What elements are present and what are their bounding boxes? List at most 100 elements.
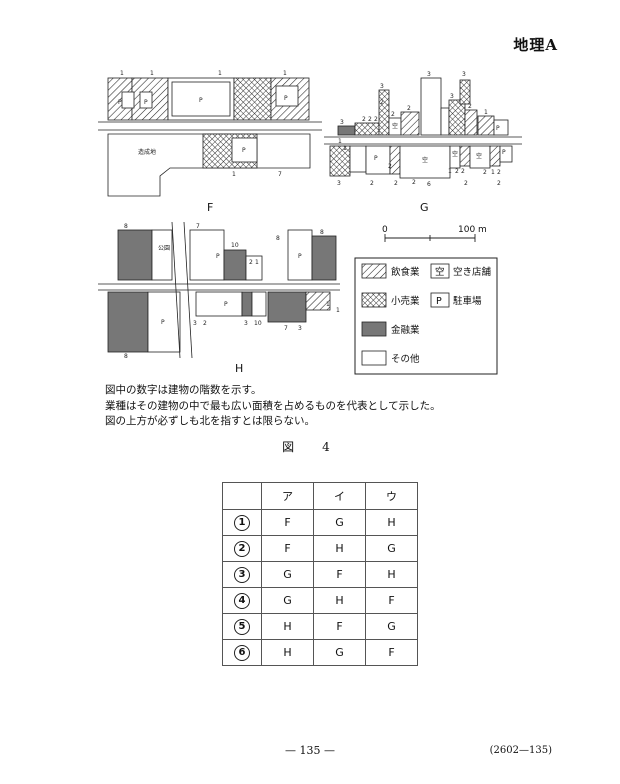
floor-number: 2: [388, 163, 392, 170]
floor-number: 1: [484, 109, 488, 116]
floor-number: 3: [427, 71, 431, 78]
circled-number: 4: [234, 592, 250, 609]
choice-number[interactable]: 2: [222, 535, 262, 562]
answer-table: ア イ ウ 1 F G H 2 F H G 3 G F H 4 G H F: [222, 482, 418, 666]
vacant-mark: 空: [476, 152, 482, 160]
map-label-f: F: [207, 201, 213, 214]
table-cell: F: [261, 535, 314, 562]
table-cell: F: [313, 613, 366, 640]
floor-number: 7: [196, 223, 200, 230]
table-cell: H: [313, 587, 366, 614]
floor-number: 2: [249, 259, 253, 266]
floor-number: 2: [483, 169, 487, 176]
legend-label: 飲食業: [391, 266, 420, 278]
floor-number: 1: [491, 169, 495, 176]
parking-mark: P: [199, 97, 203, 104]
floor-number: 2: [374, 116, 378, 123]
parking-mark: P: [224, 301, 228, 308]
floor-number: 1: [336, 307, 340, 314]
floor-number: 2: [468, 103, 472, 110]
legend-label: 空き店舗: [453, 266, 492, 278]
table-cell: H: [313, 535, 366, 562]
legend-label: 小売業: [391, 295, 420, 307]
figure-caption: 図 4: [282, 440, 338, 454]
parking-mark: P: [144, 99, 148, 106]
floor-number: 2: [394, 180, 398, 187]
table-row[interactable]: 6 H G F: [222, 639, 418, 666]
table-header-cell: [222, 482, 262, 510]
floor-number: 1: [218, 70, 222, 77]
figure-4-maps: P P P P P 造成地 空 P P 空 空 空 P 公園 P P P P 1…: [98, 70, 522, 375]
choice-number[interactable]: 6: [222, 639, 262, 666]
park-label: 公園: [158, 245, 170, 252]
table-cell: G: [261, 587, 314, 614]
floor-number: 3: [450, 93, 454, 100]
page-header: 地理A: [513, 36, 558, 54]
choice-number[interactable]: 3: [222, 561, 262, 588]
floor-number: 2: [203, 320, 207, 327]
floor-number: 3: [298, 325, 302, 332]
floor-number: 3: [340, 119, 344, 126]
table-cell: G: [365, 613, 418, 640]
table-cell: F: [365, 587, 418, 614]
parking-mark: P: [496, 125, 500, 132]
table-cell: G: [365, 535, 418, 562]
floor-number: 3: [462, 71, 466, 78]
floor-number: 10: [231, 242, 239, 249]
table-cell: G: [313, 509, 366, 536]
circled-number: 2: [234, 540, 250, 557]
table-header-cell: イ: [313, 482, 366, 510]
table-header-row: ア イ ウ: [222, 482, 418, 510]
legend-label: その他: [391, 353, 420, 365]
parking-mark: P: [216, 253, 220, 260]
floor-number: 1: [150, 70, 154, 77]
floor-number: 3: [244, 320, 248, 327]
floor-number: 1: [343, 145, 347, 152]
table-row[interactable]: 2 F H G: [222, 535, 418, 562]
map-f: [98, 77, 322, 197]
floor-number: 8: [124, 223, 128, 230]
table-cell: F: [261, 509, 314, 536]
floor-number: 1: [255, 259, 259, 266]
floor-number: 2: [497, 180, 501, 187]
choice-number[interactable]: 1: [222, 509, 262, 536]
floor-number: 2: [368, 116, 372, 123]
parking-mark: P: [284, 95, 288, 102]
scale-bar: [384, 234, 476, 242]
parking-mark: P: [242, 147, 246, 154]
choice-number[interactable]: 5: [222, 613, 262, 640]
table-row[interactable]: 5 H F G: [222, 613, 418, 640]
circled-number: 1: [234, 514, 250, 531]
floor-number: 2: [412, 179, 416, 186]
table-row[interactable]: 3 G F H: [222, 561, 418, 588]
floor-number: 3: [193, 320, 197, 327]
figure-note: 図中の数字は建物の階数を示す。: [105, 384, 262, 396]
floor-number: 6: [427, 181, 431, 188]
floor-number: 1: [448, 168, 452, 175]
map-label-h: H: [235, 362, 243, 375]
exam-code: (2602—135): [489, 745, 552, 756]
building-label: 造成地: [138, 148, 156, 156]
floor-number: 1: [283, 70, 287, 77]
legend-label: 金融業: [391, 324, 420, 336]
floor-number: 8: [124, 353, 128, 360]
map-label-g: G: [420, 201, 429, 214]
table-cell: H: [261, 639, 314, 666]
floor-number: 7: [278, 171, 282, 178]
parking-mark: P: [374, 155, 378, 162]
floor-number: 2: [370, 180, 374, 187]
table-header-cell: ア: [261, 482, 314, 510]
table-row[interactable]: 1 F G H: [222, 509, 418, 536]
floor-number: 2: [391, 111, 395, 118]
parking-mark: P: [161, 319, 165, 326]
figure-note: 図の上方が必ずしも北を指すとは限らない。: [105, 415, 315, 427]
floor-number: 8: [276, 235, 280, 242]
floor-number: 1: [120, 70, 124, 77]
table-cell: G: [313, 639, 366, 666]
circled-number: 5: [234, 618, 250, 635]
table-row[interactable]: 4 G H F: [222, 587, 418, 614]
choice-number[interactable]: 4: [222, 587, 262, 614]
floor-number: 2: [461, 168, 465, 175]
floor-number: 2: [464, 180, 468, 187]
vacant-mark: 空: [422, 156, 428, 164]
